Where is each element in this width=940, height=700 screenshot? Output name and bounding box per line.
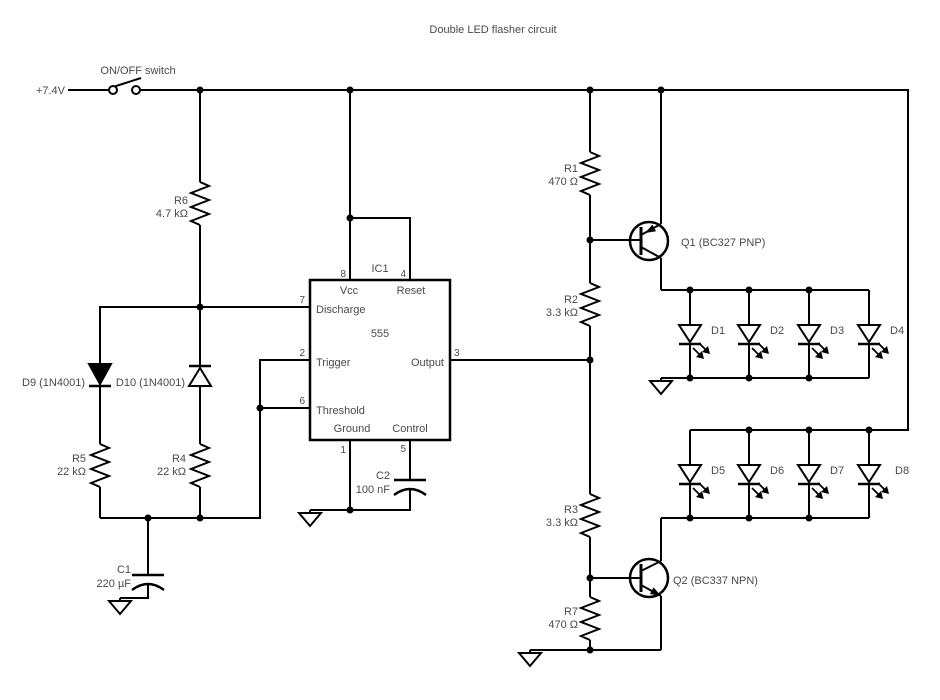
led-d5: [677, 463, 712, 501]
switch-label: ON/OFF switch: [100, 65, 175, 77]
ic-ref: IC1: [371, 263, 388, 275]
resistor-ref: R4: [172, 453, 186, 465]
ic-body: [308, 278, 452, 442]
resistor-ref: R2: [564, 294, 578, 306]
resistor-r3: R3 3.3 kΩ: [546, 493, 602, 538]
resistor-ref: R1: [564, 163, 578, 175]
resistor-ref: R7: [564, 606, 578, 618]
page-title: Double LED flasher circuit: [429, 24, 556, 36]
resistor-value: 22 kΩ: [157, 466, 186, 478]
pin-number-6: 6: [299, 396, 305, 407]
pin-name-reset: Reset: [397, 285, 426, 297]
led-label-d4: D4: [890, 325, 904, 337]
resistor-r1: R1 470 Ω: [548, 151, 602, 196]
diode-label: D9 (1N4001): [22, 377, 85, 389]
pnp-emitter-arrow: [645, 224, 656, 233]
led-label-d5: D5: [711, 465, 725, 477]
led-d6: [736, 463, 771, 501]
ic-part-number: 555: [371, 328, 389, 340]
pin-number-5: 5: [400, 444, 406, 455]
led-d7: [796, 463, 831, 501]
pin-number-3: 3: [454, 348, 460, 359]
led-d1: [677, 323, 712, 361]
ic1-555-timer: IC1 555 Vcc Reset Discharge Trigger Outp…: [299, 263, 460, 456]
ground-symbol-c1: [108, 597, 132, 615]
switch-terminal: [131, 85, 141, 95]
pin-name-output: Output: [411, 357, 444, 369]
ground-symbol-r7: [518, 649, 542, 667]
supply-voltage-label: +7.4V: [36, 85, 66, 97]
transistor-label: Q1 (BC327 PNP): [681, 237, 765, 249]
transistor-q1: Q1 (BC327 PNP): [628, 220, 765, 262]
resistor-value: 470 Ω: [548, 619, 578, 631]
diode-label: D10 (1N4001): [116, 377, 185, 389]
pin-name-ground: Ground: [334, 423, 371, 435]
led-label-d1: D1: [711, 325, 725, 337]
resistor-r4: R4 22 kΩ: [157, 443, 212, 488]
resistor-r7: R7 470 Ω: [548, 596, 602, 641]
led-label-d3: D3: [830, 325, 844, 337]
capacitor-value: 220 µF: [97, 578, 132, 590]
pin-number-4: 4: [400, 269, 406, 280]
pin-name-trigger: Trigger: [316, 357, 351, 369]
transistor-label: Q2 (BC337 NPN): [673, 575, 758, 587]
capacitor-ref: C1: [117, 564, 131, 576]
pin-number-2: 2: [299, 348, 305, 359]
led-label-d6: D6: [770, 465, 784, 477]
on-off-switch: ON/OFF switch: [100, 65, 176, 95]
pin-name-discharge: Discharge: [316, 304, 366, 316]
diode-d9: D9 (1N4001): [22, 363, 113, 389]
led-label-d2: D2: [770, 325, 784, 337]
pin-number-1: 1: [340, 445, 346, 456]
resistor-value: 470 Ω: [548, 176, 578, 188]
resistor-ref: R5: [72, 453, 86, 465]
resistor-r6: R6 4.7 kΩ: [156, 181, 212, 226]
capacitor-c2: C2 100 nF: [356, 470, 427, 497]
resistor-value: 3.3 kΩ: [546, 517, 578, 529]
pin-number-8: 8: [340, 269, 346, 280]
pin-name-control: Control: [392, 423, 427, 435]
switch-terminal: [108, 85, 118, 95]
pin-name-vcc: Vcc: [340, 285, 359, 297]
capacitor-c1: C1 220 µF: [97, 564, 165, 592]
pin-number-7: 7: [299, 295, 305, 306]
pin-name-threshold: Threshold: [316, 405, 365, 417]
led-d4: [856, 323, 891, 361]
led-label-d7: D7: [830, 465, 844, 477]
led-d3: [796, 323, 831, 361]
resistor-ref: R6: [174, 195, 188, 207]
resistor-r2: R2 3.3 kΩ: [546, 282, 602, 327]
ground-symbol-ic: [298, 509, 322, 527]
wires: [68, 89, 909, 651]
resistor-ref: R3: [564, 504, 578, 516]
led-label-d8: D8: [895, 465, 909, 477]
diode-d10: D10 (1N4001): [116, 364, 213, 389]
npn-emitter-arrow: [650, 587, 661, 596]
capacitor-ref: C2: [376, 470, 390, 482]
ground-symbol-led-top: [649, 377, 673, 395]
resistor-r5: R5 22 kΩ: [57, 443, 112, 488]
resistor-value: 22 kΩ: [57, 466, 86, 478]
transistor-q2: Q2 (BC337 NPN): [628, 557, 758, 599]
resistor-value: 4.7 kΩ: [156, 208, 188, 220]
resistor-value: 3.3 kΩ: [546, 307, 578, 319]
capacitor-value: 100 nF: [356, 484, 391, 496]
led-d8: [856, 463, 891, 501]
junction-dots: [144, 86, 873, 654]
led-d2: [736, 323, 771, 361]
